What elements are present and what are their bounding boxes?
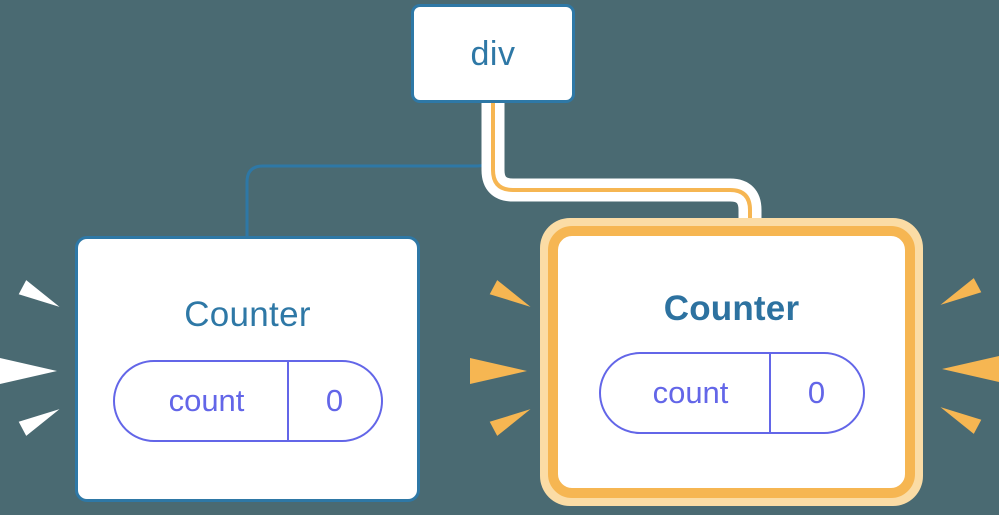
node-counter-right-label: Counter xyxy=(663,288,800,328)
node-div[interactable]: div xyxy=(411,4,575,103)
edge-highlight-halo xyxy=(481,88,762,244)
state-pill-counter-left: count 0 xyxy=(112,359,383,442)
state-value: 0 xyxy=(768,353,863,432)
node-div-label: div xyxy=(470,34,516,73)
state-pill-counter-right: count 0 xyxy=(598,351,865,434)
state-key: count xyxy=(652,375,729,410)
node-counter-right[interactable]: Counter count 0 xyxy=(548,226,915,498)
node-counter-left-label: Counter xyxy=(184,294,311,334)
edge-div-to-counter-right xyxy=(491,98,752,234)
sparkle-ray-icon xyxy=(470,358,527,384)
edge-div-to-counter-left xyxy=(245,100,495,240)
state-key: count xyxy=(168,383,245,418)
node-counter-right-glow: Counter count 0 xyxy=(540,218,923,506)
sparkle-ray-icon xyxy=(0,358,57,384)
sparkle-ray-icon xyxy=(942,356,999,382)
node-counter-left[interactable]: Counter count 0 xyxy=(75,236,420,502)
state-value: 0 xyxy=(286,361,381,440)
